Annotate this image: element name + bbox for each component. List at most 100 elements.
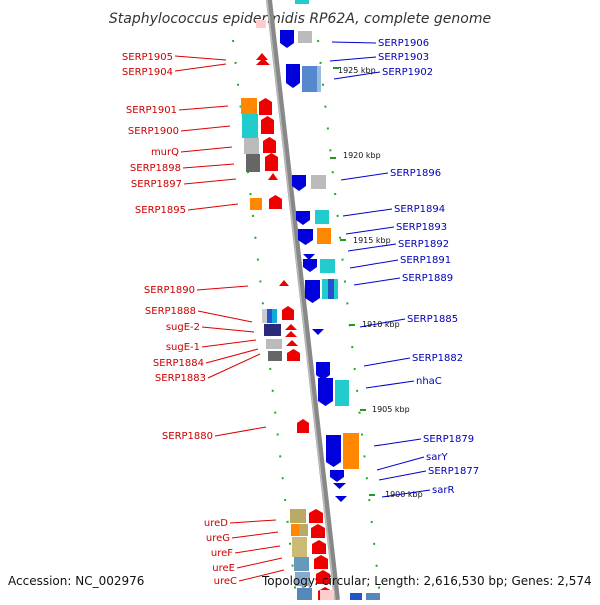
gene-label[interactable]: SERP1879 [423,434,474,445]
label-leader-line [347,243,397,252]
gene-label[interactable]: murQ [151,147,179,158]
forward-gene-arrow [263,137,276,153]
gene-label[interactable]: SERP1877 [428,466,479,477]
gene-box [302,66,317,92]
label-leader-line [381,489,431,498]
reverse-gene-arrow [303,254,315,260]
forward-gene-arrow [268,173,278,180]
gene-box [295,0,309,4]
gene-label[interactable]: SERP1890 [144,285,195,296]
gene-label[interactable]: ureE [212,563,235,574]
forward-gene-arrow [316,570,330,584]
gene-label[interactable]: sugE-1 [166,342,200,353]
gene-box [294,557,309,571]
gene-label[interactable]: SERP1888 [145,306,196,317]
gene-box [242,114,258,138]
gene-label[interactable]: ureD [204,518,228,529]
reverse-gene-arrow [296,211,310,225]
gene-label[interactable]: SERP1897 [131,179,182,190]
reverse-gene-arrow [292,175,306,191]
gene-label[interactable]: SERP1896 [390,168,441,179]
label-leader-line [205,348,259,364]
forward-gene-arrow [311,524,325,538]
label-leader-line [342,208,393,217]
gene-box [334,279,338,299]
gene-label[interactable]: nhaC [416,376,442,387]
gene-label[interactable]: ureG [206,533,230,544]
gene-label[interactable]: SERP1882 [412,353,463,364]
forward-gene-arrow [256,53,268,60]
label-leader-line [231,531,279,539]
forward-gene-arrow [261,116,274,134]
gene-label[interactable]: SERP1901 [126,105,177,116]
gene-label[interactable]: SERP1900 [128,126,179,137]
forward-gene-arrow [259,98,272,115]
kbp-ticks [330,67,375,496]
gene-label[interactable]: SERP1893 [396,222,447,233]
gene-box [256,20,266,28]
gene-label[interactable]: ureC [214,576,237,587]
gene-label[interactable]: SERP1889 [402,273,453,284]
reverse-gene-arrow [316,362,330,380]
label-leader-line [201,326,255,333]
gene-label[interactable]: SERP1906 [378,38,429,49]
left-gene-labels: SERP1905 SERP1904 SERP1901 SERP1900 murQ… [122,52,237,587]
forward-gene-arrow [285,331,297,337]
gene-box [320,590,334,600]
genome-backbone [266,0,340,601]
gene-label[interactable]: SERP1903 [378,52,429,63]
label-leader-line [214,426,267,437]
gene-label[interactable]: SERP1885 [407,314,458,325]
gene-box [268,351,282,361]
label-leader-line [197,310,253,323]
label-leader-line [234,545,281,554]
reverse-gene-arrow [280,30,294,48]
forward-gene-arrow [269,195,282,209]
gene-box [262,309,267,323]
gene-label[interactable]: SERP1884 [153,358,204,369]
gene-label[interactable]: sugE-2 [166,322,200,333]
gene-box [299,524,308,536]
label-leader-line [178,105,229,111]
gene-box [366,593,380,600]
label-leader-line [373,438,422,447]
reverse-gene-arrow [318,378,333,406]
gene-label[interactable]: SERP1892 [398,239,449,250]
gene-label[interactable]: sarR [432,485,454,496]
gene-label[interactable]: SERP1883 [155,373,206,384]
gene-box [317,228,331,244]
gene-box [292,537,307,557]
gene-label[interactable]: SERP1895 [135,205,186,216]
label-leader-lines [174,41,431,582]
label-leader-line [201,339,257,348]
gene-box [267,309,272,323]
gene-label[interactable]: SERP1898 [130,163,181,174]
gene-label[interactable]: SERP1880 [162,431,213,442]
reverse-gene-arrow [333,483,346,489]
label-leader-line [229,519,277,524]
kbp-marker: 1915 kbp [353,236,391,245]
gene-label[interactable]: SERP1894 [394,204,445,215]
gene-label[interactable]: SERP1891 [400,255,451,266]
gene-label[interactable]: ureF [211,548,233,559]
reverse-gene-arrow [303,259,317,272]
forward-gene-arrow [287,349,300,361]
gene-label[interactable]: sarY [426,452,448,463]
label-leader-line [331,41,377,44]
map-title: Staphylococcus epidermidis RP62A, comple… [109,11,491,27]
gene-label[interactable]: SERP1905 [122,52,173,63]
gene-box [315,210,329,224]
reverse-gene-arrow [298,229,313,245]
right-gene-labels: SERP1906 SERP1903 SERP1902 SERP1896 SERP… [378,38,479,496]
gene-box [298,31,312,43]
gene-box [343,433,359,469]
label-leader-line [187,203,239,211]
reverse-gene-arrow [330,470,344,482]
gene-box [241,98,257,114]
gene-features [241,0,380,600]
gene-label[interactable]: SERP1902 [382,67,433,78]
gene-box [244,138,259,154]
label-leader-line [378,470,427,481]
gene-label[interactable]: SERP1904 [122,67,173,78]
